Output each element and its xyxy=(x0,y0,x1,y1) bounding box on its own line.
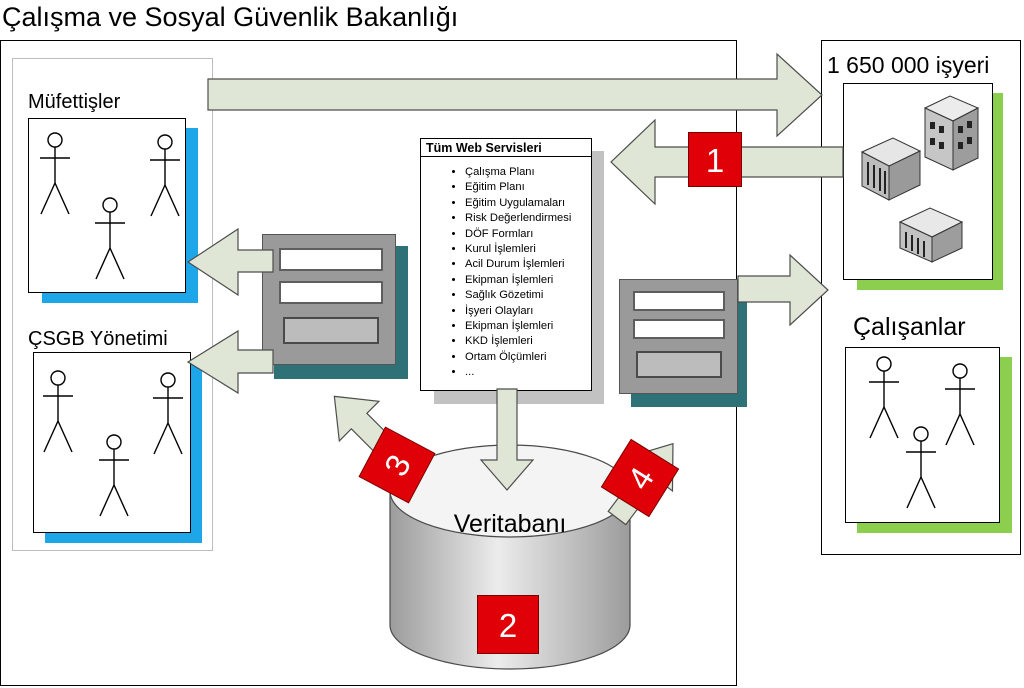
service-item: Sağlık Gözetimi xyxy=(465,288,571,303)
management-box xyxy=(33,352,191,533)
admin-form-button xyxy=(283,317,379,344)
service-item: Çalışma Planı xyxy=(465,165,571,180)
database-label: Veritabanı xyxy=(453,510,567,538)
actor-icon xyxy=(95,197,125,280)
web-services-title: Tüm Web Servisleri xyxy=(421,139,591,157)
actor-icon xyxy=(945,363,975,446)
inspectors-label: Müfettişler xyxy=(28,91,121,113)
service-item: Eğitim Planı xyxy=(465,180,571,195)
page-title: Çalışma ve Sosyal Güvenlik Bakanlığı xyxy=(2,2,459,32)
service-item: KKD İşlemleri xyxy=(465,334,571,349)
service-item: Ortam Ölçümleri xyxy=(465,350,571,365)
database-cylinder xyxy=(389,444,631,670)
marker-4: 4 xyxy=(600,438,680,518)
marker-2: 2 xyxy=(477,595,539,654)
service-item: Acil Durum İşlemleri xyxy=(465,257,571,272)
admin-form-field-1 xyxy=(279,248,383,271)
service-item: Eğitim Uygulamaları xyxy=(465,196,571,211)
arrow-to-employees xyxy=(737,253,829,327)
actor-icon xyxy=(43,370,73,453)
workplaces-label: 1 650 000 işyeri xyxy=(827,52,990,78)
building-icon xyxy=(923,95,980,171)
admin-form-field-2 xyxy=(279,281,383,304)
arrow-to-management xyxy=(186,329,274,395)
actor-icon xyxy=(153,372,183,455)
web-services-list: Çalışma Planı Eğitim Planı Eğitim Uygula… xyxy=(421,165,571,381)
arrow-to-workplaces xyxy=(207,52,823,138)
marker-3: 3 xyxy=(358,426,436,504)
service-item: DÖF Formları xyxy=(465,227,571,242)
web-services-box: Tüm Web Servisleri Çalışma Planı Eğitim … xyxy=(420,138,592,391)
service-item: İşyeri Olayları xyxy=(465,304,571,319)
actor-icon xyxy=(99,434,129,517)
employee-form-field-2 xyxy=(633,319,725,339)
service-item: Ekipman İşlemleri xyxy=(465,273,571,288)
employees-label: Çalışanlar xyxy=(853,313,966,341)
marker-1: 1 xyxy=(688,132,742,187)
employee-form-field-1 xyxy=(633,291,725,311)
actor-icon xyxy=(150,134,180,217)
actor-icon xyxy=(906,426,936,509)
actor-icon xyxy=(40,132,70,215)
arrow-to-database xyxy=(479,388,535,491)
employee-form-button xyxy=(636,351,722,378)
service-item: Ekipman İşlemleri xyxy=(465,319,571,334)
service-item: Kurul İşlemleri xyxy=(465,242,571,257)
building-icon xyxy=(860,137,922,201)
actor-icon xyxy=(869,356,899,439)
management-label: ÇSGB Yönetimi xyxy=(28,328,168,350)
service-item: ... xyxy=(465,365,571,380)
service-item: Risk Değerlendirmesi xyxy=(465,211,571,226)
building-icon xyxy=(898,207,964,263)
arrow-to-inspectors xyxy=(186,227,274,297)
